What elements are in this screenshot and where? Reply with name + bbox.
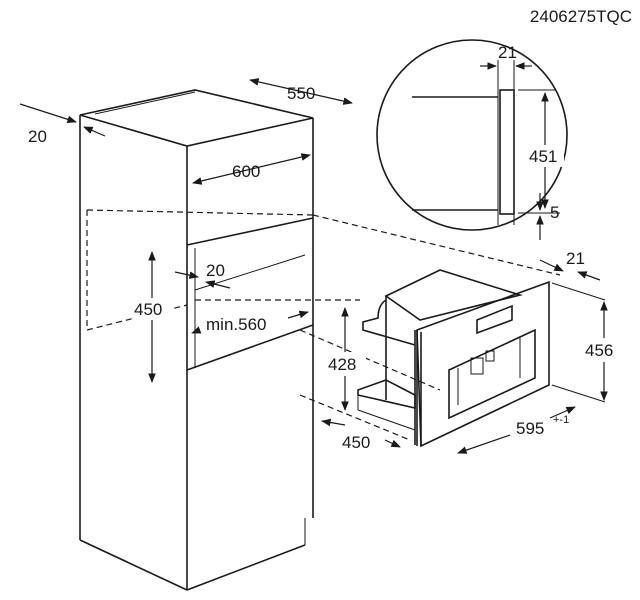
dim-appliance-body-height: 428	[328, 355, 356, 374]
dim-arrow-frame	[539, 259, 564, 272]
dim-detail-height: 451	[529, 147, 557, 166]
product-code: 2406275TQC	[530, 7, 632, 26]
dim-arrow-min-width-2	[287, 310, 309, 319]
dim-cabinet-side: 20	[28, 127, 47, 146]
dim-niche-min-width: min.560	[206, 315, 266, 334]
dim-arrow-depth	[249, 78, 353, 105]
dim-arrow-side	[19, 103, 77, 124]
coffee-machine	[357, 269, 550, 448]
dim-arrow-width-app	[457, 434, 511, 454]
dim-arrow-gap	[174, 271, 199, 279]
dim-niche-height: 450	[134, 300, 162, 319]
tall-cabinet	[79, 89, 314, 591]
dim-arrow-min-width	[191, 326, 202, 334]
niche-outline	[86, 209, 561, 441]
dim-arrow-width	[192, 153, 311, 185]
dim-appliance-depth: 450	[342, 433, 370, 452]
dim-appliance-frame: 21	[566, 249, 585, 268]
detail-circle	[376, 39, 568, 240]
dim-arrow-width-app-2	[549, 406, 576, 419]
dim-arrow-frame-2	[577, 271, 601, 281]
dim-detail-gap: 21	[498, 43, 517, 62]
dim-arrow-side-2	[83, 126, 106, 137]
dim-arrow-gap-2	[205, 280, 231, 289]
dim-cabinet-depth: 550	[287, 84, 315, 103]
extension-line	[551, 282, 606, 301]
dim-niche-gap: 20	[206, 261, 225, 280]
dim-appliance-front-height: 456	[585, 341, 613, 360]
extension-line	[551, 384, 606, 403]
dim-appliance-width: 595	[516, 419, 544, 438]
dim-appliance-width-tolerance: +-1	[553, 414, 569, 426]
dim-arrow-depth-app-2	[384, 439, 401, 448]
dim-cabinet-width: 600	[232, 162, 260, 181]
dim-detail-bottom: 5	[550, 203, 559, 222]
dim-arrow-depth-app	[321, 418, 346, 427]
